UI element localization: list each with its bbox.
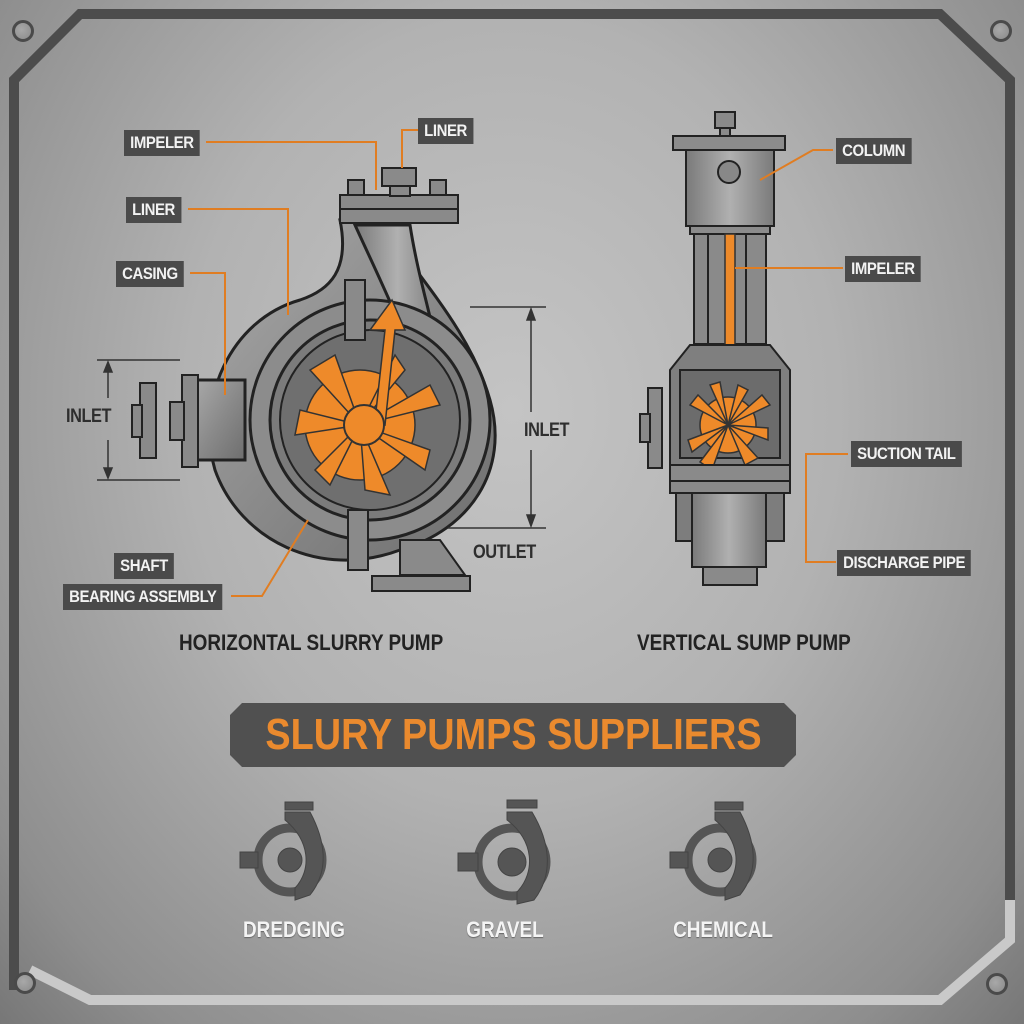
application-chemical: CHEMICAL: [673, 917, 773, 942]
title-banner: SLURY PUMPS SUPPLIERS: [230, 703, 796, 767]
label-bearing-assembly: BEARING ASSEMBLY: [63, 584, 223, 610]
label-inlet-left: INLET: [66, 406, 112, 427]
label-outlet: OUTLET: [473, 542, 536, 563]
label-casing: CASING: [116, 261, 184, 287]
label-discharge-pipe: DISCHARGE PIPE: [837, 550, 972, 576]
rivet-bottom-right: [986, 973, 1008, 995]
label-column: COLUMN: [836, 138, 912, 164]
rivet-bottom-left: [14, 972, 36, 994]
label-suction-tail: SUCTION TAIL: [851, 441, 962, 467]
label-inlet-right: INLET: [524, 420, 570, 441]
rivet-top-right: [990, 20, 1012, 42]
title-text: SLURY PUMPS SUPPLIERS: [264, 710, 762, 759]
rivet-top-left: [12, 20, 34, 42]
application-dredging: DREDGING: [243, 917, 345, 942]
caption-horizontal-pump: HORIZONTAL SLURRY PUMP: [179, 630, 444, 655]
pump-icon: [239, 799, 757, 905]
label-liner-top: LINER: [418, 118, 473, 144]
label-impeler: IMPELER: [124, 130, 200, 156]
label-liner: LINER: [126, 197, 181, 223]
label-shaft: SHAFT: [114, 553, 174, 579]
label-impeler-vertical: IMPELER: [845, 256, 921, 282]
caption-vertical-pump: VERTICAL SUMP PUMP: [637, 630, 851, 655]
application-gravel: GRAVEL: [466, 917, 544, 942]
